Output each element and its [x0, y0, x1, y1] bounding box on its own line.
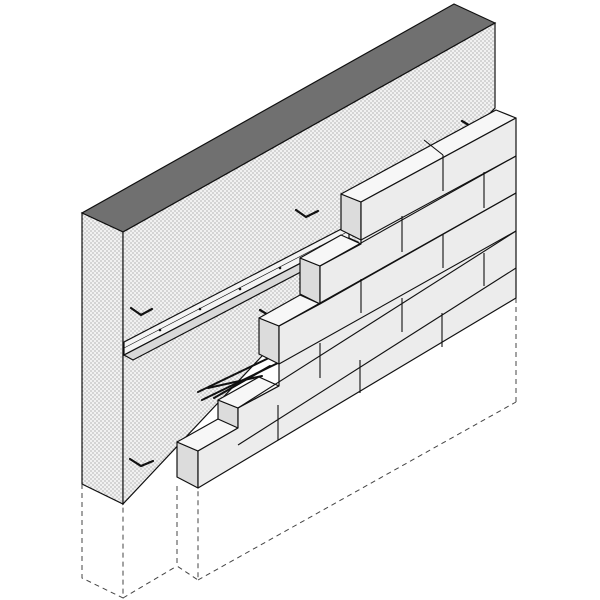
brick-bed-joints [237, 155, 517, 446]
wall-side-face [81, 212, 124, 505]
brick-head-joints [277, 155, 485, 440]
anchor-tie-icon [128, 457, 155, 468]
bed-joint-reinforcement [197, 354, 281, 401]
foundation-hidden-lines [81, 298, 517, 599]
brick-veneer [176, 109, 517, 489]
anchor-tie-icon [129, 306, 154, 317]
anchor-tie-icon [294, 208, 320, 219]
brick-top-joint [423, 139, 444, 156]
